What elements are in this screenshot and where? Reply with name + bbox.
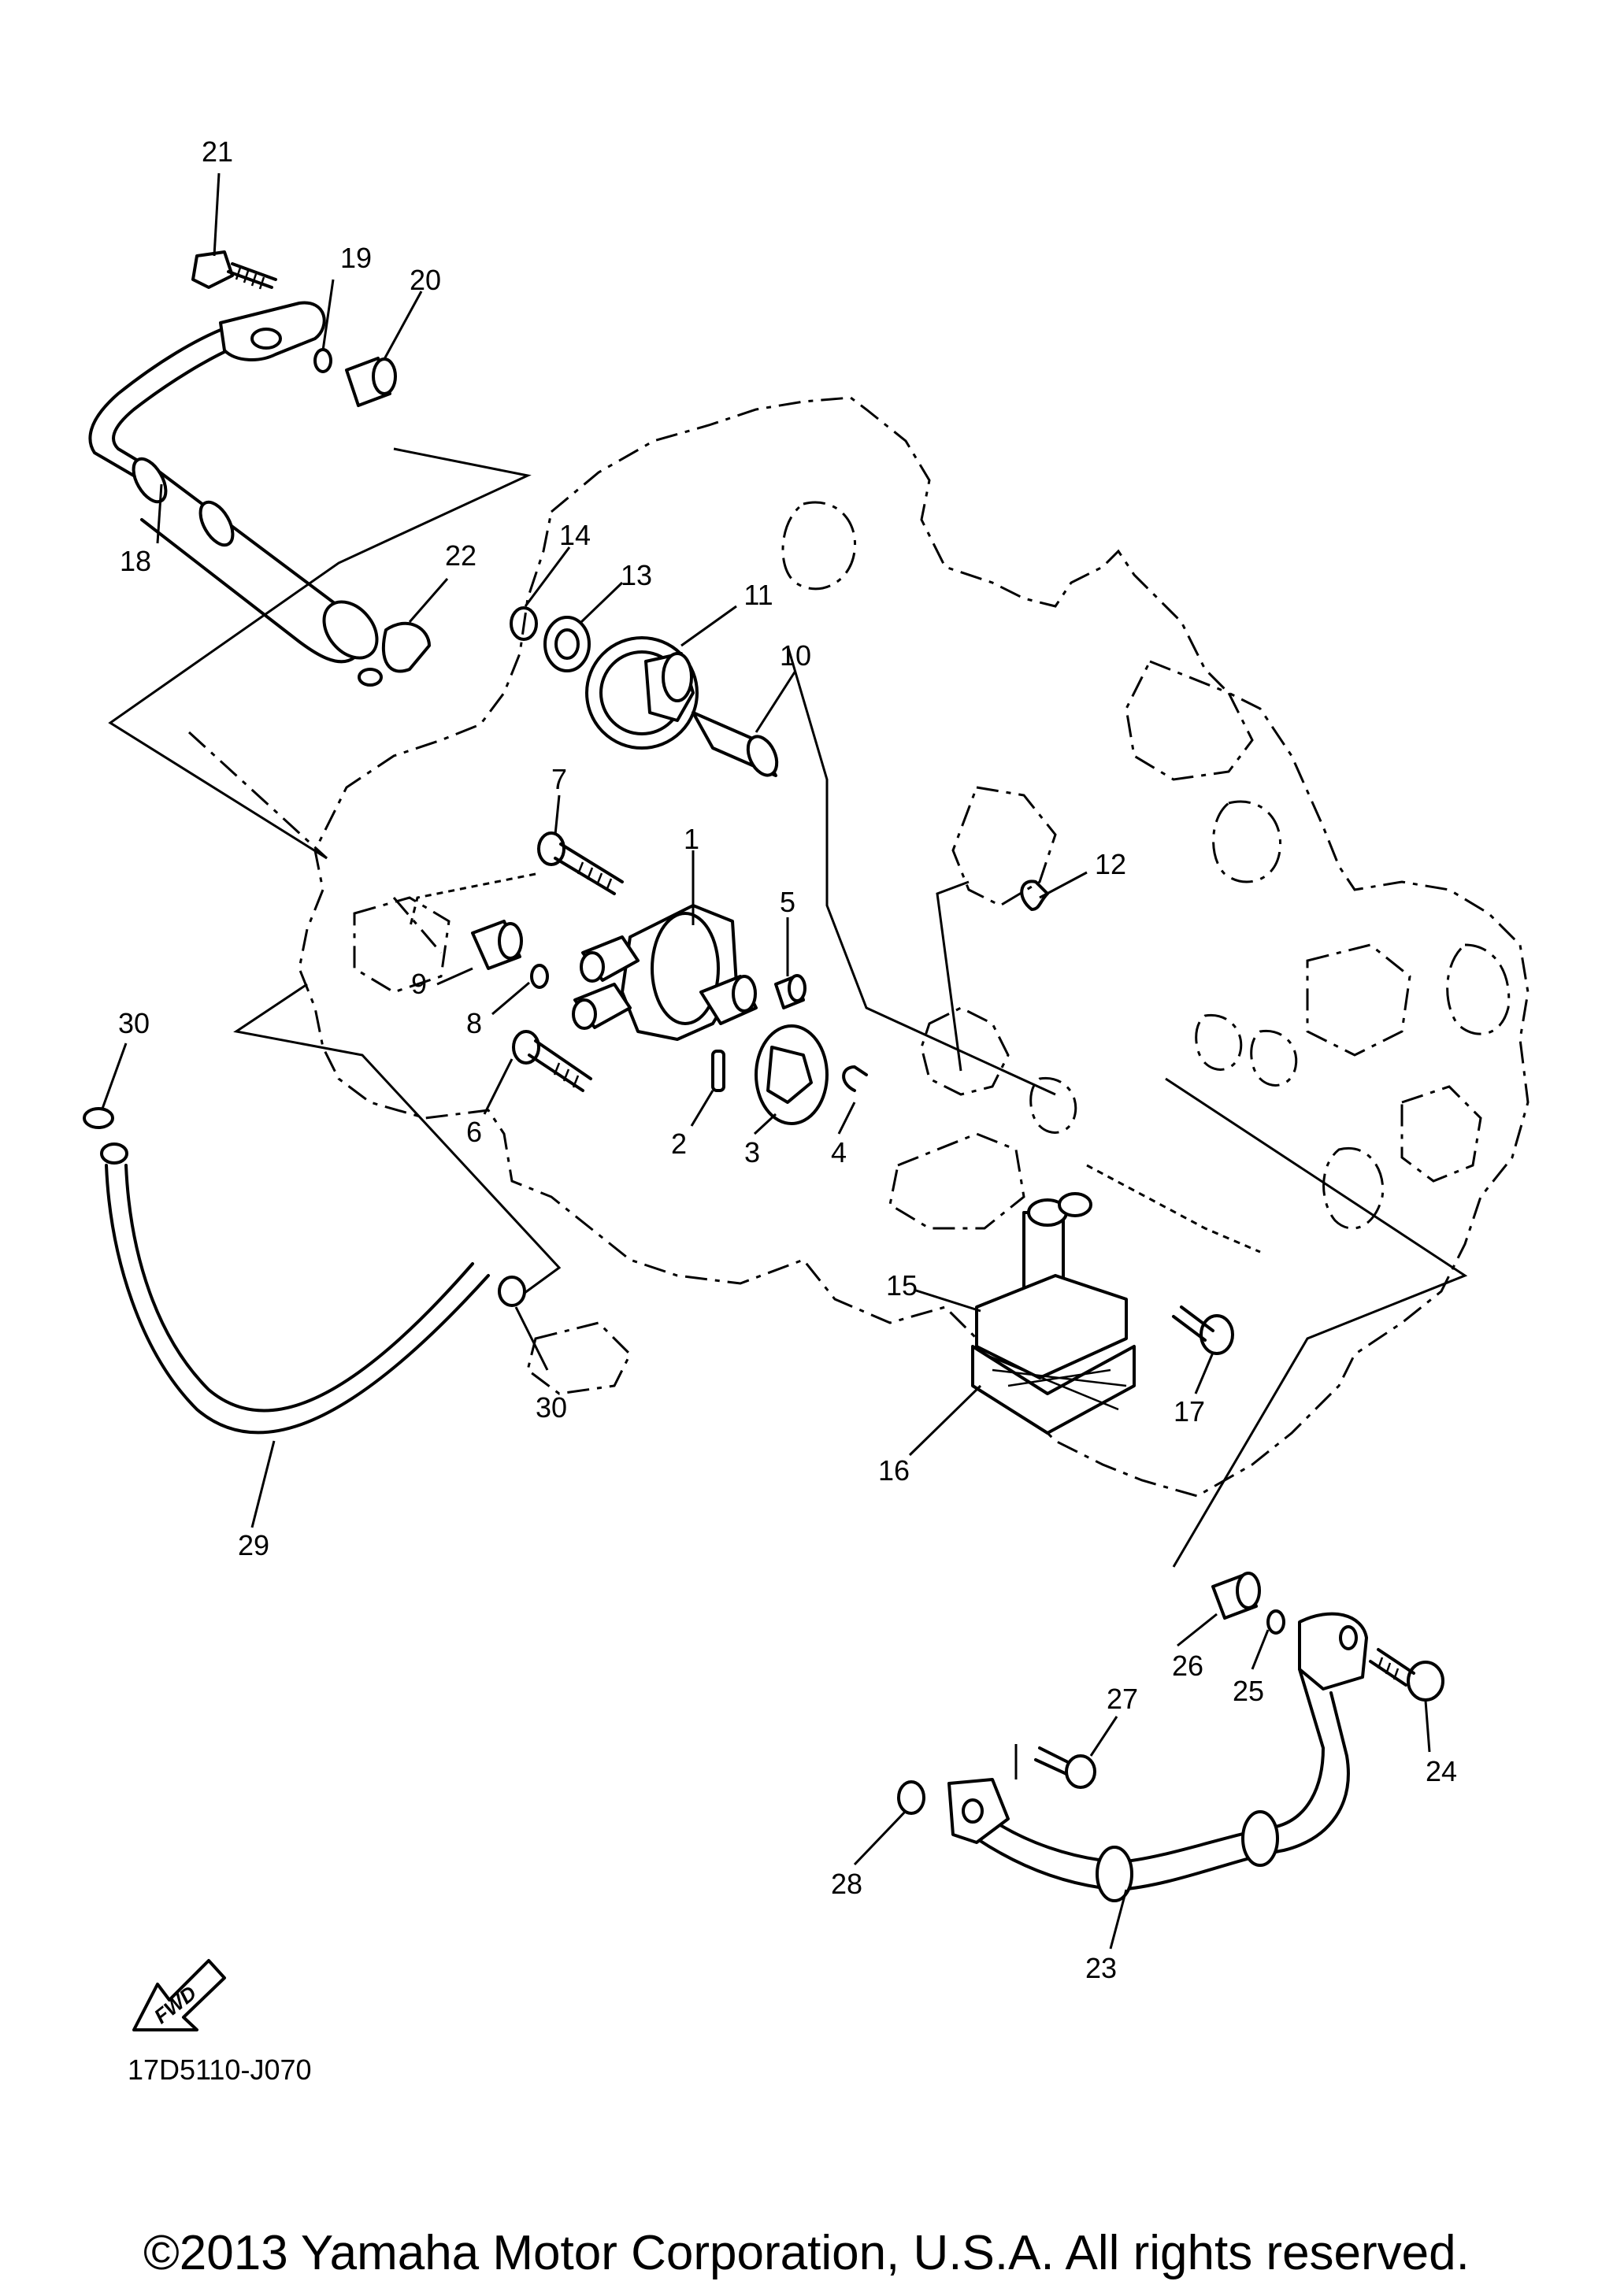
clip-14 bbox=[510, 606, 538, 641]
fwd-arrow-icon: FWD bbox=[132, 1959, 226, 2031]
callout-6: 6 bbox=[466, 1116, 482, 1148]
pump-shaft bbox=[699, 975, 758, 1025]
callout-22: 22 bbox=[445, 539, 476, 572]
bolt-27 bbox=[1014, 1744, 1096, 1789]
callout-11: 11 bbox=[743, 579, 773, 611]
o-ring-19 bbox=[313, 348, 332, 373]
bolt-24 bbox=[1369, 1648, 1444, 1702]
bolt-21 bbox=[191, 250, 277, 290]
assembly-lines bbox=[108, 447, 1468, 1568]
callout-28: 28 bbox=[831, 1868, 862, 1900]
callout-13: 13 bbox=[621, 559, 652, 591]
pin-2 bbox=[711, 1050, 725, 1092]
callout-4: 4 bbox=[831, 1136, 847, 1168]
oil-pump-body-1 bbox=[572, 904, 738, 1041]
callout-labels: 1 2 3 4 5 6 7 8 9 10 11 12 13 14 15 16 1… bbox=[118, 135, 1457, 1984]
callout-5: 5 bbox=[780, 886, 795, 918]
clamp-30-a bbox=[83, 1107, 114, 1129]
callout-12: 12 bbox=[1095, 848, 1126, 880]
callout-2: 2 bbox=[671, 1128, 687, 1160]
callout-1: 1 bbox=[684, 823, 699, 855]
shaft-10 bbox=[692, 711, 779, 777]
bolt-6 bbox=[512, 1030, 592, 1092]
oil-pipe-23 bbox=[947, 1612, 1368, 1902]
collar-26 bbox=[1211, 1572, 1261, 1620]
collar-9 bbox=[471, 920, 523, 970]
callout-9: 9 bbox=[411, 968, 427, 1000]
bushing-5 bbox=[774, 974, 806, 1009]
diagram-part-code: 17D5110-J070 bbox=[128, 2053, 312, 2086]
o-ring-25 bbox=[1266, 1609, 1285, 1635]
callout-18: 18 bbox=[120, 545, 151, 577]
callout-20: 20 bbox=[410, 264, 441, 296]
callout-27: 27 bbox=[1107, 1683, 1138, 1715]
o-ring-8 bbox=[530, 964, 549, 989]
screen-16 bbox=[971, 1345, 1136, 1435]
o-ring-28 bbox=[897, 1780, 925, 1815]
callout-19: 19 bbox=[340, 242, 372, 274]
clamp-30-b bbox=[498, 1276, 526, 1307]
callout-23: 23 bbox=[1085, 1952, 1117, 1984]
clip-12 bbox=[1020, 880, 1049, 911]
strainer-15 bbox=[975, 1192, 1128, 1379]
callout-17: 17 bbox=[1174, 1395, 1205, 1428]
callout-24: 24 bbox=[1426, 1755, 1457, 1787]
callout-21: 21 bbox=[202, 135, 233, 168]
rotor-3 bbox=[755, 1024, 829, 1125]
callout-10: 10 bbox=[780, 639, 811, 672]
callout-30-upper: 30 bbox=[118, 1007, 150, 1039]
callout-30-lower: 30 bbox=[536, 1391, 567, 1424]
callout-14: 14 bbox=[559, 519, 591, 551]
copyright-notice: ©2013 Yamaha Motor Corporation, U.S.A. A… bbox=[143, 2226, 1470, 2280]
callout-3: 3 bbox=[744, 1136, 760, 1168]
hose-22 bbox=[358, 621, 431, 687]
callout-26: 26 bbox=[1172, 1650, 1203, 1682]
bolt-7 bbox=[537, 831, 624, 895]
oil-pipe-18 bbox=[88, 301, 379, 664]
washer-13 bbox=[543, 616, 591, 672]
clip-4 bbox=[842, 1065, 868, 1092]
callout-25: 25 bbox=[1233, 1675, 1264, 1707]
collar-20 bbox=[345, 357, 397, 407]
oil-hose-29 bbox=[100, 1142, 490, 1435]
callout-leaders bbox=[101, 172, 1431, 1950]
gear-11 bbox=[585, 636, 699, 750]
callout-8: 8 bbox=[466, 1007, 482, 1039]
callout-29: 29 bbox=[238, 1529, 269, 1561]
bolt-17 bbox=[1172, 1305, 1234, 1355]
callout-16: 16 bbox=[878, 1454, 910, 1487]
callout-15: 15 bbox=[886, 1269, 918, 1302]
callout-7: 7 bbox=[551, 763, 567, 795]
